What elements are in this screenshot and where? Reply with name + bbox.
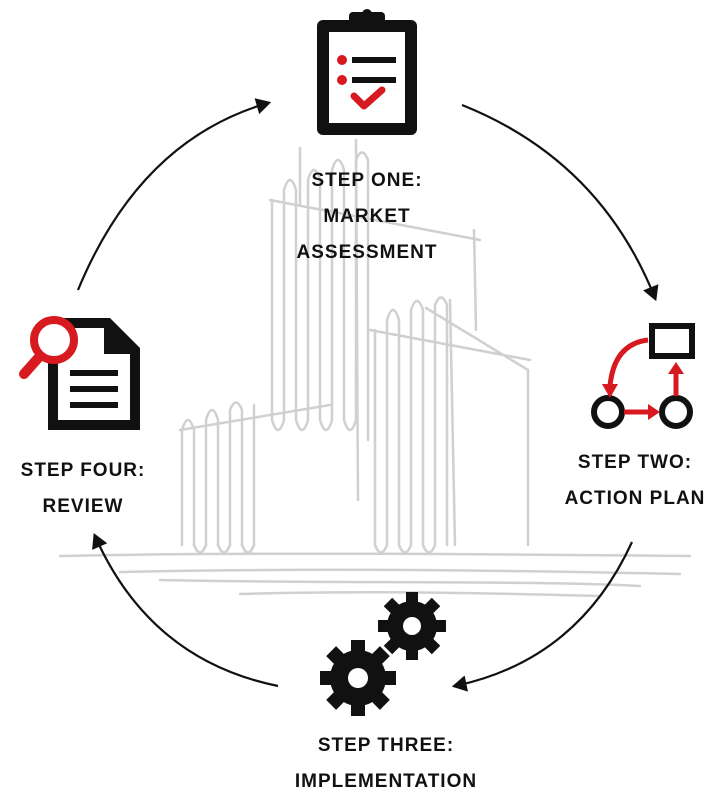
- arrow-step-two-to-three: [451, 541, 634, 692]
- flowchart-icon: [591, 323, 695, 429]
- arrow-step-three-to-four: [92, 532, 279, 688]
- gears-icon: [320, 592, 446, 716]
- step-four-title: STEP FOUR:: [20, 460, 146, 481]
- document-search-icon: [19, 316, 140, 430]
- step-two-label: STEP TWO: ACTION PLAN: [544, 445, 726, 517]
- arrow-step-one-to-two: [461, 103, 659, 302]
- step-one-name-line1: MARKET: [323, 206, 411, 227]
- step-four-name: REVIEW: [42, 496, 124, 517]
- step-three-name: IMPLEMENTATION: [294, 771, 478, 792]
- arrow-step-four-to-one: [76, 98, 272, 291]
- clipboard-checklist-icon: [317, 9, 417, 135]
- step-two-name: ACTION PLAN: [564, 488, 706, 509]
- step-one-label: STEP ONE: MARKET ASSESSMENT: [237, 163, 497, 271]
- step-two-title: STEP TWO:: [577, 452, 693, 473]
- step-three-title: STEP THREE:: [317, 735, 455, 756]
- step-one-title: STEP ONE:: [311, 170, 423, 191]
- step-three-label: STEP THREE: IMPLEMENTATION: [236, 728, 536, 800]
- step-one-name-line2: ASSESSMENT: [296, 242, 438, 263]
- step-four-label: STEP FOUR: REVIEW: [0, 453, 166, 525]
